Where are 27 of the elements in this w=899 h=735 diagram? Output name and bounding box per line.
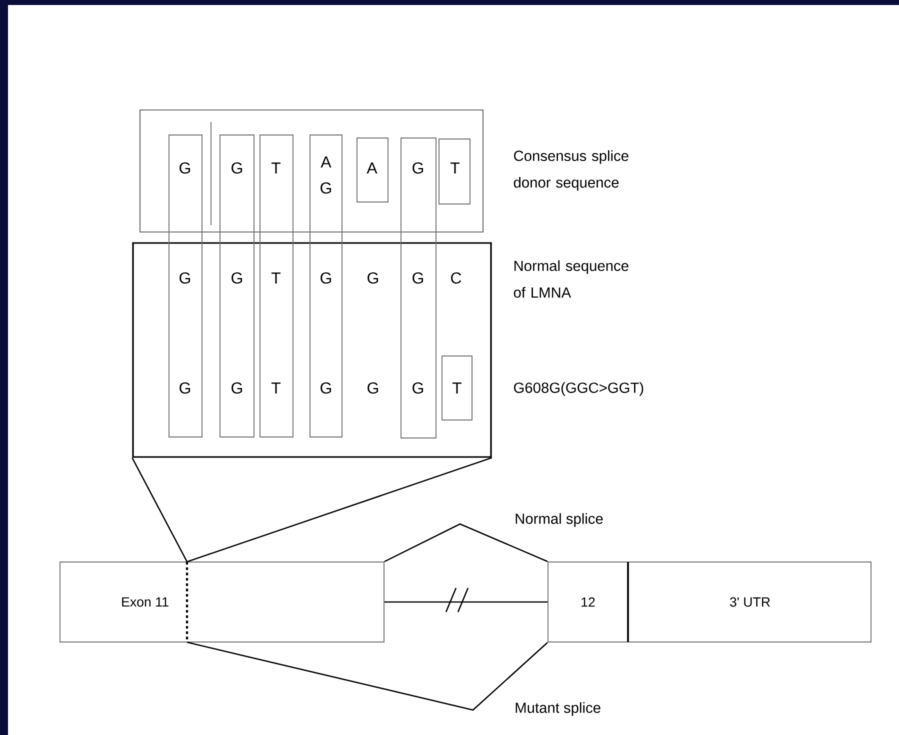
splice-site-line	[186, 562, 188, 642]
side-label: Consensus splice donor sequence	[514, 150, 628, 191]
letter: G	[368, 272, 378, 284]
connector-line	[186, 457, 492, 562]
column-box: G G G	[220, 134, 254, 438]
row-label: Normal sequence of LMNA	[514, 260, 628, 298]
letter-box: A	[356, 138, 388, 202]
column-box: A G G G	[310, 134, 342, 438]
exon-box: 12	[548, 562, 628, 642]
edge-label: Normal splice	[513, 512, 605, 528]
edge-label: Mutant splice	[513, 700, 602, 718]
letter: C	[451, 272, 462, 284]
letter: G	[368, 382, 378, 394]
exon-box: Exon 11	[60, 562, 384, 642]
column-box: G G G	[400, 138, 436, 438]
splice-line	[186, 642, 548, 711]
sequence-box	[132, 242, 492, 458]
row-label: G608G(GGC>GGT)	[514, 382, 644, 396]
letter-box: T	[438, 138, 470, 204]
column-box: G G G	[168, 134, 202, 438]
connector-line	[384, 601, 548, 603]
sequence-box	[139, 109, 484, 233]
connector-line	[132, 458, 188, 562]
letter-box: T	[442, 356, 472, 420]
splice-line	[384, 523, 548, 562]
utr-box: 3' UTR	[628, 562, 872, 642]
column-box: T T T	[260, 134, 294, 438]
